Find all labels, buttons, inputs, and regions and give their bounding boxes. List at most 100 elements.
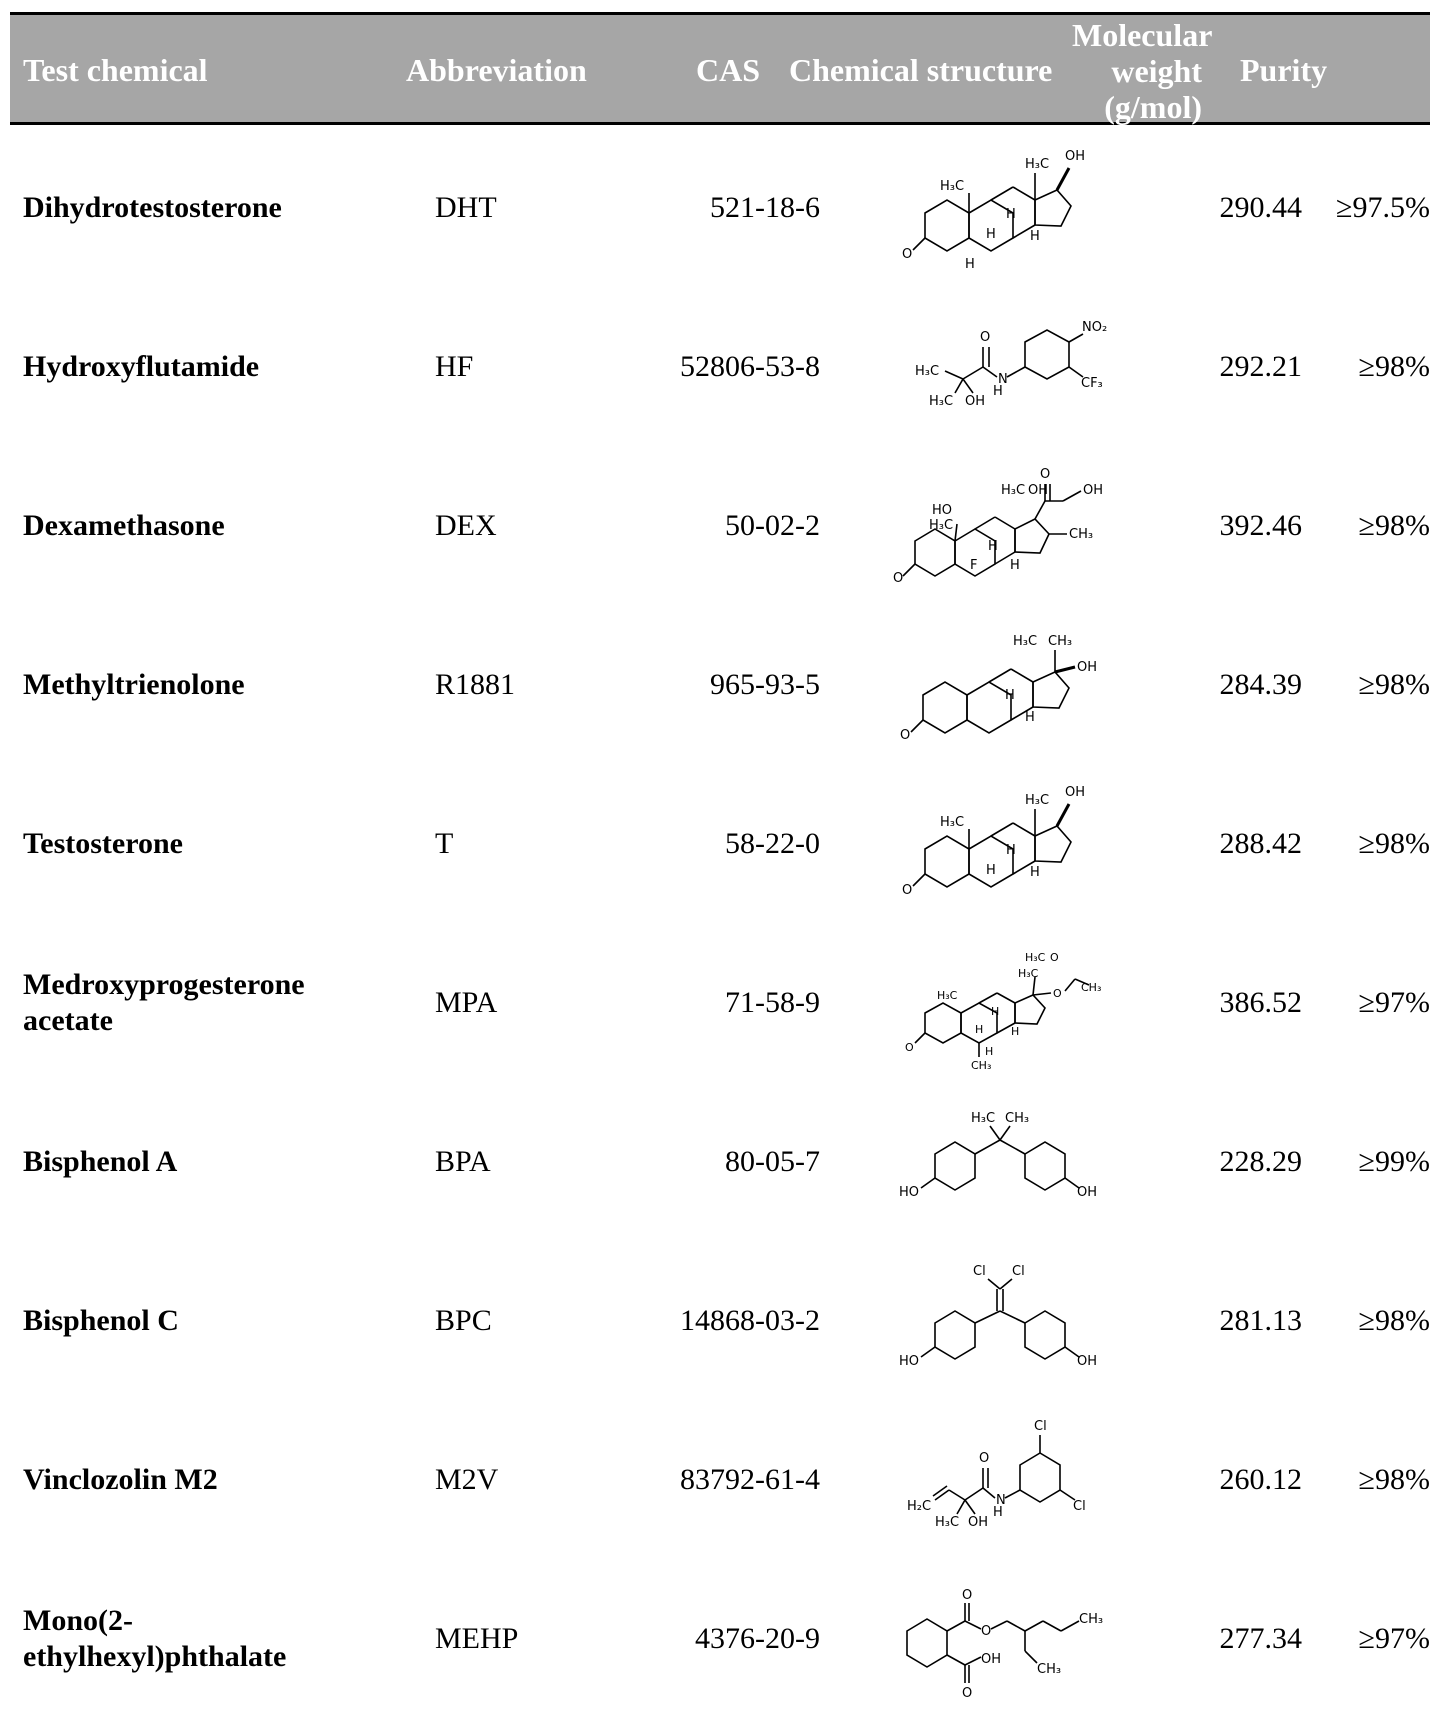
svg-text:HO: HO: [932, 503, 952, 518]
bisphenol-a-structure-icon: H₃C CH₃ HO OH: [899, 1111, 1097, 1200]
structure-cell: H₃C OH H₃C H H H O: [865, 764, 1135, 923]
abbreviation-cell: T: [435, 826, 454, 860]
svg-text:H: H: [1011, 1025, 1019, 1038]
svg-text:O: O: [1040, 467, 1050, 482]
purity-cell: ≥97%: [1358, 1621, 1430, 1655]
molecular-weight-cell: 290.44: [1219, 190, 1303, 224]
abbreviation-cell: M2V: [435, 1462, 499, 1496]
cas-cell: 71-58-9: [725, 985, 820, 1019]
abbreviation-cell: DHT: [435, 190, 497, 224]
svg-text:O: O: [905, 1041, 914, 1054]
test-chemical-cell: Vinclozolin M2: [23, 1462, 218, 1496]
svg-text:H: H: [965, 257, 975, 272]
molecular-weight-cell: 228.29: [1219, 1144, 1303, 1178]
svg-text:OH: OH: [1077, 660, 1097, 675]
svg-text:Cl: Cl: [1034, 1419, 1047, 1434]
svg-text:CH₃: CH₃: [1069, 527, 1093, 542]
header-molecular-weight: Molecular weight (g/mol): [1072, 17, 1213, 125]
structure-cell: H₃C OH O OH HO H₃C CH₃ H F H O: [865, 446, 1135, 605]
svg-text:HO: HO: [899, 1354, 919, 1369]
header-test-chemical: Test chemical: [23, 52, 208, 88]
cas-cell: 50-02-2: [725, 508, 820, 542]
svg-text:H₃C: H₃C: [940, 815, 964, 830]
svg-text:OH: OH: [965, 394, 985, 409]
cas-cell: 521-18-6: [710, 190, 820, 224]
svg-text:CF₃: CF₃: [1081, 376, 1103, 391]
structure-cell: H₃C CH₃ OH H H O: [865, 605, 1135, 764]
svg-text:H₂C: H₂C: [907, 1499, 931, 1514]
cas-cell: 14868-03-2: [680, 1303, 820, 1337]
svg-text:H₃C: H₃C: [1018, 967, 1039, 980]
cas-cell: 80-05-7: [725, 1144, 820, 1178]
svg-text:OH: OH: [1077, 1185, 1097, 1200]
svg-text:H: H: [991, 1005, 999, 1018]
svg-text:H₃C: H₃C: [937, 989, 958, 1002]
cas-cell: 965-93-5: [710, 667, 820, 701]
test-chemical-cell: Testosterone: [23, 826, 183, 860]
table-row: Dexamethasone DEX 50-02-2 H₃C OH O OH: [10, 446, 1430, 605]
svg-text:OH: OH: [1065, 149, 1085, 164]
header-chemical-structure: Chemical structure: [789, 52, 1053, 88]
svg-text:OH: OH: [1077, 1354, 1097, 1369]
methyltrienolone-structure-icon: H₃C CH₃ OH H H O: [900, 634, 1097, 743]
test-chemical-cell: Bisphenol C: [23, 1303, 179, 1337]
svg-text:O: O: [1050, 951, 1059, 964]
abbreviation-cell: BPC: [435, 1303, 492, 1337]
hydroxyflutamide-structure-icon: NO₂ O H₃C N H CF₃ H₃C OH: [915, 320, 1107, 409]
svg-text:OH: OH: [1028, 483, 1048, 498]
svg-text:OH: OH: [981, 1652, 1001, 1667]
purity-cell: ≥98%: [1358, 826, 1430, 860]
svg-text:H: H: [1005, 688, 1015, 703]
structure-cell: H₃C CH₃ HO OH: [865, 1082, 1135, 1241]
purity-cell: ≥98%: [1358, 508, 1430, 542]
abbreviation-cell: BPA: [435, 1144, 491, 1178]
svg-text:O: O: [1053, 987, 1062, 1000]
svg-text:H₃C: H₃C: [1001, 483, 1025, 498]
svg-text:H₃C: H₃C: [929, 518, 953, 533]
table-row: Bisphenol C BPC 14868-03-2 Cl Cl HO OH 2…: [10, 1241, 1430, 1400]
svg-text:O: O: [900, 728, 910, 743]
svg-text:H: H: [988, 539, 998, 554]
header-purity: Purity: [1240, 52, 1328, 88]
svg-text:O: O: [893, 571, 903, 586]
table-row: Mono(2-ethylhexyl)phthalate MEHP 4376-20…: [10, 1559, 1430, 1718]
dexamethasone-structure-icon: H₃C OH O OH HO H₃C CH₃ H F H O: [893, 467, 1103, 586]
purity-cell: ≥98%: [1358, 667, 1430, 701]
abbreviation-cell: MEHP: [435, 1621, 519, 1655]
cas-cell: 4376-20-9: [695, 1621, 820, 1655]
abbreviation-cell: HF: [435, 349, 474, 383]
molecular-weight-cell: 260.12: [1219, 1462, 1303, 1496]
svg-text:CH₃: CH₃: [1081, 981, 1101, 994]
svg-text:OH: OH: [1065, 785, 1085, 800]
structure-cell: Cl Cl HO OH: [865, 1241, 1135, 1400]
svg-text:HO: HO: [899, 1185, 919, 1200]
table-top-rule: [10, 12, 1430, 15]
svg-text:H₃C: H₃C: [940, 179, 964, 194]
svg-text:O: O: [981, 1624, 991, 1639]
test-chemical-cell: Bisphenol A: [23, 1144, 178, 1178]
table-row: Methyltrienolone R1881 965-93-5 H₃C CH₃ …: [10, 605, 1430, 764]
svg-text:H₃C: H₃C: [929, 394, 953, 409]
svg-text:OH: OH: [968, 1515, 988, 1530]
molecular-weight-cell: 277.34: [1219, 1621, 1303, 1655]
svg-text:NO₂: NO₂: [1082, 320, 1107, 335]
molecular-weight-cell: 284.39: [1219, 667, 1303, 701]
cas-cell: 52806-53-8: [680, 349, 820, 383]
svg-text:Cl: Cl: [973, 1264, 986, 1279]
svg-text:CH₃: CH₃: [1079, 1612, 1103, 1627]
purity-cell: ≥99%: [1358, 1144, 1430, 1178]
svg-text:CH₃: CH₃: [1048, 634, 1072, 649]
svg-text:H: H: [986, 227, 996, 242]
svg-text:H: H: [1025, 710, 1035, 725]
svg-text:O: O: [979, 1451, 989, 1466]
structure-cell: Cl O H₂C H₃C OH N H Cl: [865, 1400, 1135, 1559]
structure-cell: H₃C O H₃C O CH₃ H₃C H H H O H CH₃: [865, 923, 1135, 1082]
purity-cell: ≥98%: [1358, 1462, 1430, 1496]
svg-text:H₃C: H₃C: [1013, 634, 1037, 649]
svg-text:CH₃: CH₃: [1037, 1662, 1061, 1677]
svg-text:H₃C: H₃C: [1025, 157, 1049, 172]
table-row: Dihydrotestosterone DHT 521-18-6 H₃C OH …: [10, 128, 1430, 287]
svg-text:CH₃: CH₃: [971, 1059, 991, 1072]
molecular-weight-cell: 386.52: [1219, 985, 1303, 1019]
svg-text:H: H: [993, 384, 1003, 399]
